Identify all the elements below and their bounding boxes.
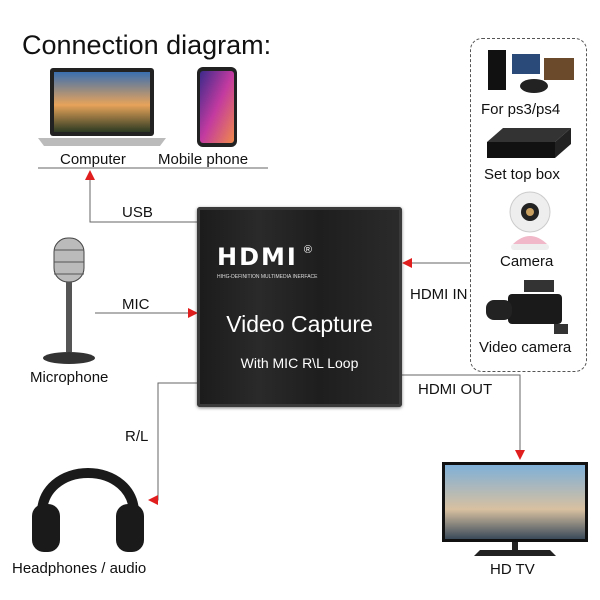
device-subtitle: With MIC R\L Loop: [240, 355, 359, 371]
usb-arrow: [85, 170, 197, 223]
laptop-image: [38, 68, 166, 146]
hdmi-logo-row: HDMI ®: [217, 243, 312, 271]
hdmi-in-label: HDMI IN: [410, 286, 468, 303]
camera-image: [509, 191, 551, 250]
headphones-label: Headphones / audio: [12, 560, 147, 577]
source-ps3-ps4-label: For ps3/ps4: [481, 101, 561, 118]
computer-label: Computer: [60, 151, 126, 168]
source-video-camera-label: Video camera: [479, 339, 572, 356]
microphone-label: Microphone: [30, 369, 109, 386]
mobile-phone-image: [197, 67, 237, 147]
source-set-top-box-label: Set top box: [484, 166, 560, 183]
video-capture-device: HDMI ® HIHG-DEFINITION MULTIMEDIA INERFA…: [197, 207, 402, 407]
mobile-phone-label: Mobile phone: [158, 151, 249, 168]
usb-label: USB: [122, 204, 153, 221]
mic-label: MIC: [122, 296, 150, 313]
input-sources-panel: [470, 38, 587, 372]
source-camera-label: Camera: [500, 253, 554, 270]
device-name: Video Capture: [226, 311, 373, 337]
rl-arrow: [148, 382, 197, 505]
hdmi-logo-subtitle: HIHG-DEFINITION MULTIMEDIA INERFACE: [217, 274, 318, 280]
headphones-image: [32, 468, 144, 552]
rl-label: R/L: [125, 428, 149, 445]
registered-mark: ®: [303, 244, 312, 256]
hdmi-logo: HDMI: [217, 243, 298, 271]
hdmi-out-label: HDMI OUT: [418, 381, 493, 398]
set-top-box-image: [487, 128, 571, 158]
hd-tv-image: [442, 462, 588, 556]
hd-tv-label: HD TV: [490, 561, 535, 578]
page-title: Connection diagram:: [22, 30, 272, 60]
microphone-image: [43, 237, 95, 364]
video-camera-image: [486, 280, 568, 334]
game-console-image: [488, 50, 574, 93]
hdmi-out-arrow: [402, 374, 525, 460]
